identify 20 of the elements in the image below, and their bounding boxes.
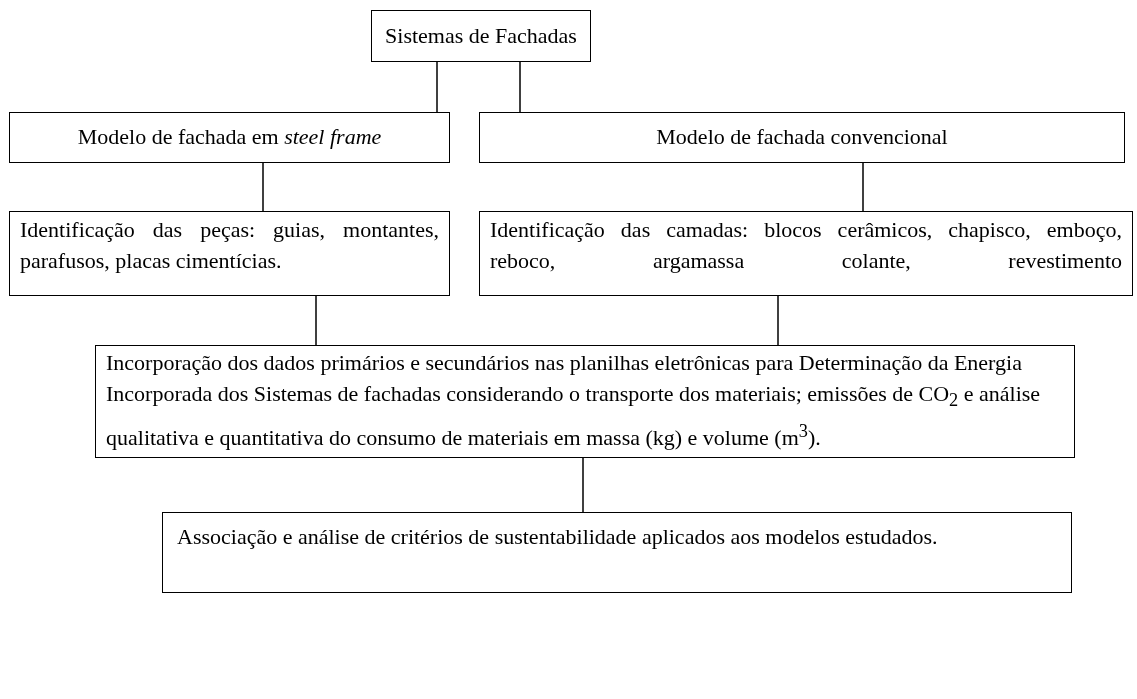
- connector-line: [582, 457, 584, 513]
- box-text: Associação e análise de critérios de sustentabilidade aplicados aos modelos estudados.: [177, 523, 939, 551]
- connector-line: [436, 61, 438, 113]
- connector-line: [862, 162, 864, 212]
- connector-line: [777, 295, 779, 346]
- connector-line: [519, 61, 521, 113]
- box-text: Modelo de fachada em steel frame: [76, 123, 383, 151]
- connector-line: [262, 162, 264, 212]
- process-box: [9, 211, 450, 296]
- process-box: [162, 512, 1072, 593]
- process-box: [479, 112, 1125, 163]
- process-box: [479, 211, 1133, 296]
- box-text: Identificação das camadas: blocos cerâmicos, chapisco, emboço, reboco, argamassa colante, revestimento: [490, 216, 1122, 275]
- connector-line: [315, 295, 317, 346]
- box-text: Identificação das peças: guias, montantes, parafusos, placas cimentícias.: [20, 216, 439, 275]
- box-text: Incorporação dos dados primários e secundários nas planilhas eletrônicas para Determinação da Energia Incorporada dos Sistemas de fachadas considerando o transporte dos materiais; emissões de CO$_{2}$ e análise qualitativa e quantitativa do consumo de materiais em massa (kg) e volume (m$^{3}$).: [106, 349, 1042, 453]
- box-text: Modelo de fachada convencional: [655, 123, 949, 151]
- process-box: [9, 112, 450, 163]
- box-text: Sistemas de Fachadas: [384, 22, 578, 50]
- process-box: [371, 10, 591, 62]
